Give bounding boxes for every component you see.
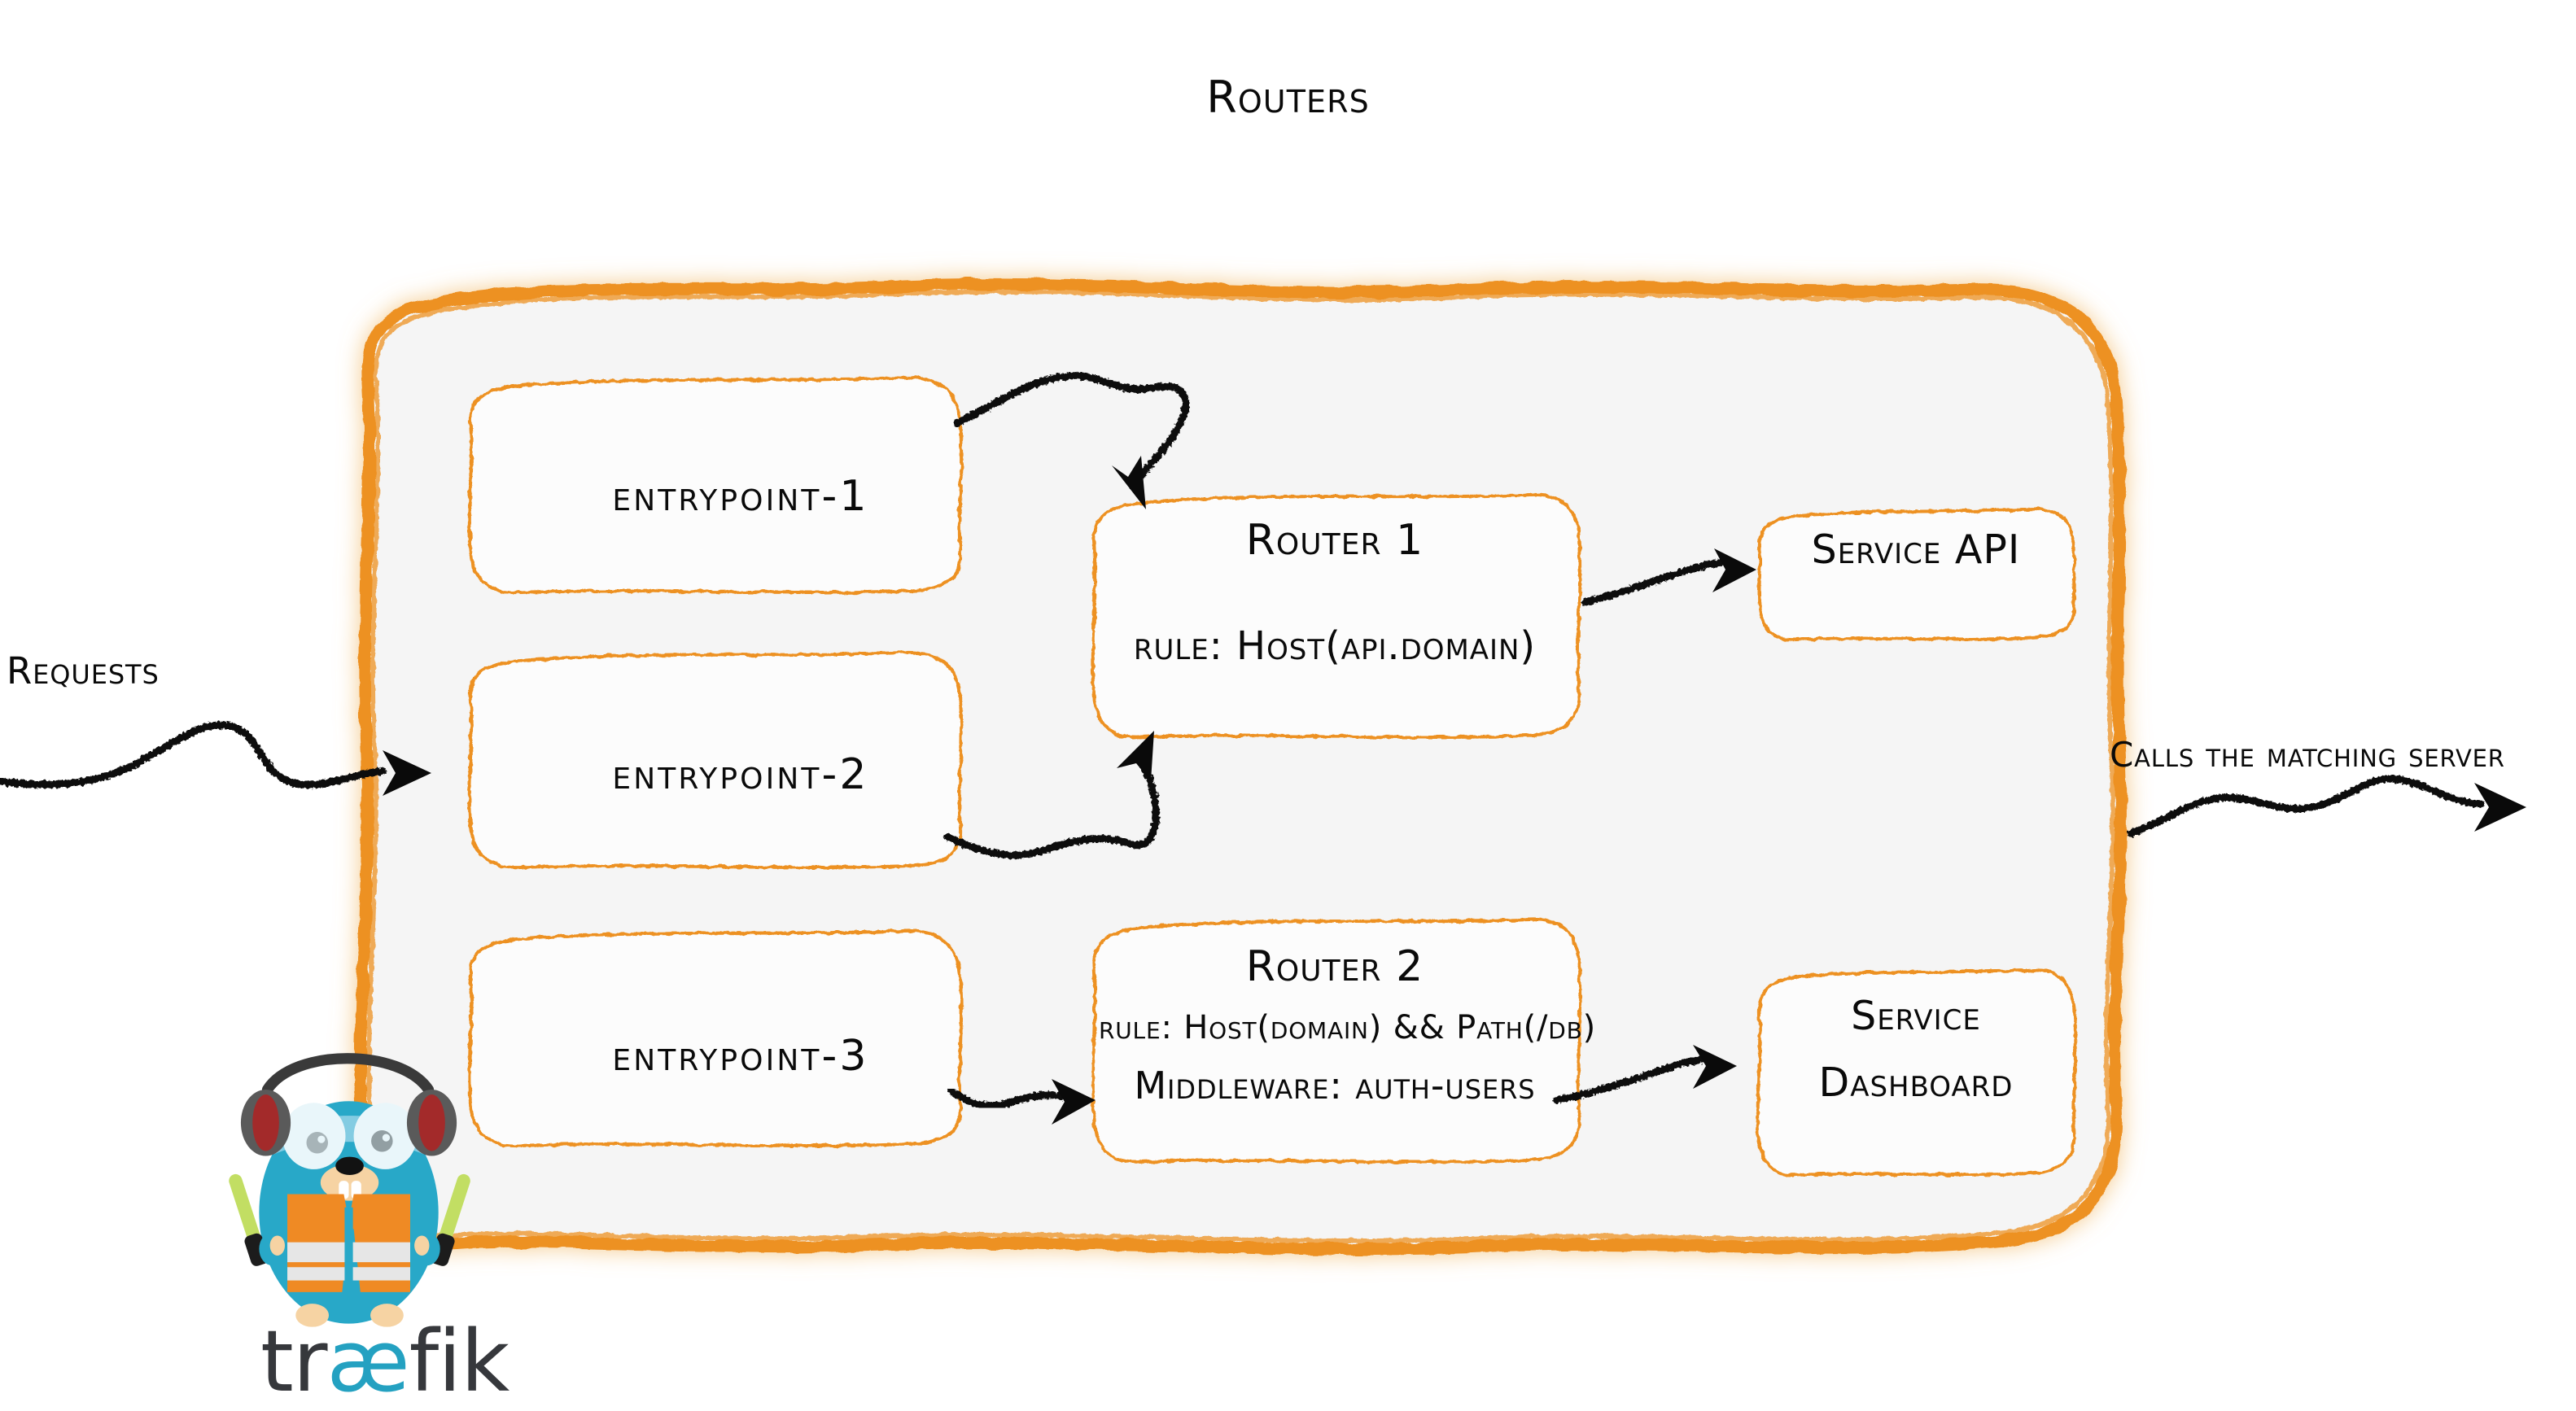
router-2-outline xyxy=(1091,917,1582,1164)
entrypoint-3-label: entrypoint-3 xyxy=(612,1032,869,1081)
router-1-box[interactable] xyxy=(1091,492,1582,740)
entrypoint-2-label: entrypoint-2 xyxy=(612,750,869,799)
entrypoint-2-outline xyxy=(467,650,964,870)
arrow-entrypoint3-router2 xyxy=(947,1079,1096,1125)
entrypoint-1-label: entrypoint-1 xyxy=(612,472,869,521)
router-1-title: Router 1 xyxy=(1245,516,1424,565)
router-1-rule: rule: Host(api.domain) xyxy=(1133,623,1537,669)
router-2-title: Router 2 xyxy=(1245,942,1424,991)
wordmark-ae: æ xyxy=(326,1312,409,1411)
service-dashboard-box[interactable] xyxy=(1756,968,2078,1177)
entrypoint-1-box[interactable] xyxy=(467,375,964,595)
router-1-outline xyxy=(1091,492,1582,740)
arrow-router2-servicedashboard xyxy=(1552,1045,1737,1104)
requests-label: Requests xyxy=(7,649,160,692)
service-api-box[interactable] xyxy=(1757,507,2076,642)
service-dashboard-label-line1: Service xyxy=(1851,993,1981,1039)
service-api-label: Service API xyxy=(1811,526,2021,573)
wordmark-pre: tr xyxy=(260,1312,328,1411)
page-title: Routers xyxy=(1206,72,1370,123)
router-2-box[interactable] xyxy=(1091,917,1582,1164)
routers-container-border xyxy=(354,277,2128,1256)
service-api-outline xyxy=(1757,507,2076,642)
router-2-rule: rule: Host(domain) && Path(/db) xyxy=(1099,1009,1597,1046)
entrypoint-1-outline xyxy=(467,375,964,595)
entrypoint-2-box[interactable] xyxy=(467,650,964,870)
service-dashboard-label-line2: Dashboard xyxy=(1818,1059,2014,1106)
arrow-router1-serviceapi xyxy=(1581,548,1756,606)
routers-container-border-accent xyxy=(366,289,2115,1244)
arrow-calls-out xyxy=(2127,775,2526,837)
router-2-middleware: Middleware: auth-users xyxy=(1134,1064,1536,1107)
service-dashboard-outline xyxy=(1756,968,2078,1177)
wordmark-post: fik xyxy=(409,1312,510,1411)
arrow-entrypoint2-router1 xyxy=(943,731,1160,859)
traefik-wordmark: træfik xyxy=(260,1312,510,1411)
arrow-requests-in xyxy=(0,721,431,796)
calls-matching-server-label: Calls the matching server xyxy=(2110,735,2505,775)
entrypoint-3-box[interactable] xyxy=(467,928,964,1148)
traefik-gopher-mascot xyxy=(229,1053,470,1327)
arrow-entrypoint1-router1 xyxy=(953,372,1190,509)
entrypoint-3-outline xyxy=(467,928,964,1148)
